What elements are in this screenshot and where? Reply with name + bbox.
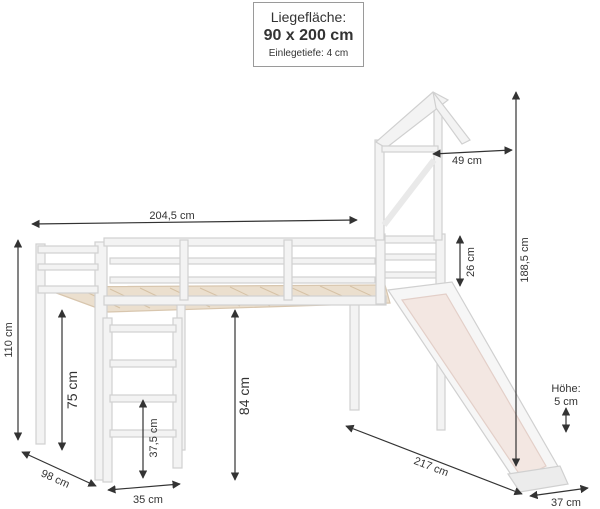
sleeping-area-spec-box: Liegefläche: 90 x 200 cm Einlegetiefe: 4… <box>253 2 364 67</box>
dim-line-total-length <box>31 215 358 229</box>
label-step-height: 37,5 cm <box>148 418 160 457</box>
platform-rail-top <box>377 235 441 244</box>
right-post-front <box>349 299 360 411</box>
tower-post-right <box>433 99 443 241</box>
front-beam <box>103 295 387 306</box>
left-end-rail-mid <box>37 263 99 271</box>
tower-roof-back <box>432 91 471 145</box>
dim-line-slide-width <box>529 484 589 500</box>
label-total-length: 204,5 cm <box>149 210 194 222</box>
dim-line-bed-depth <box>21 451 97 487</box>
spec-insert-depth: Einlegetiefe: 4 cm <box>268 48 349 59</box>
label-slide-height-value: 5 cm <box>554 396 578 408</box>
label-slide-width: 37 cm <box>551 497 581 509</box>
label-ladder-width: 35 cm <box>133 494 163 506</box>
guard-rail-lower <box>109 276 376 284</box>
label-bed-depth: 98 cm <box>39 468 71 491</box>
label-underbed-height: 84 cm <box>236 377 252 415</box>
left-end-rail-top <box>37 245 99 254</box>
dim-line-slide-length <box>345 424 523 496</box>
label-ladder-height: 75 cm <box>64 371 80 409</box>
loft-bed-illustration <box>35 91 569 493</box>
dim-line-tower-width <box>432 146 513 158</box>
dim-line-ladder-width <box>107 480 181 494</box>
dimension-lines <box>13 91 589 500</box>
platform-rail-bottom <box>377 271 441 279</box>
label-rail-height: 26 cm <box>465 247 477 277</box>
tower-brace <box>381 158 437 227</box>
spec-title: Liegefläche: <box>270 9 347 25</box>
rail-divider-left <box>179 239 189 301</box>
back-left-post <box>35 243 46 445</box>
label-total-height: 188,5 cm <box>519 237 531 282</box>
spec-dimensions: 90 x 200 cm <box>263 27 354 44</box>
guard-rail-mid <box>109 257 376 265</box>
ladder-rail-right <box>172 317 183 469</box>
label-slide-height-title: Höhe: <box>551 383 580 395</box>
ladder-rung-2 <box>109 359 177 368</box>
guard-rail-top <box>103 237 380 247</box>
ladder-rung-1 <box>109 324 177 333</box>
label-bed-height: 110 cm <box>3 322 15 357</box>
label-tower-width: 49 cm <box>452 155 482 167</box>
left-end-rail-bottom <box>37 285 99 294</box>
tower-crossbar <box>381 145 439 153</box>
tower-post-left <box>374 139 385 241</box>
platform-post <box>375 233 386 305</box>
rail-divider-right <box>283 239 293 301</box>
platform-rail-mid <box>377 253 441 261</box>
